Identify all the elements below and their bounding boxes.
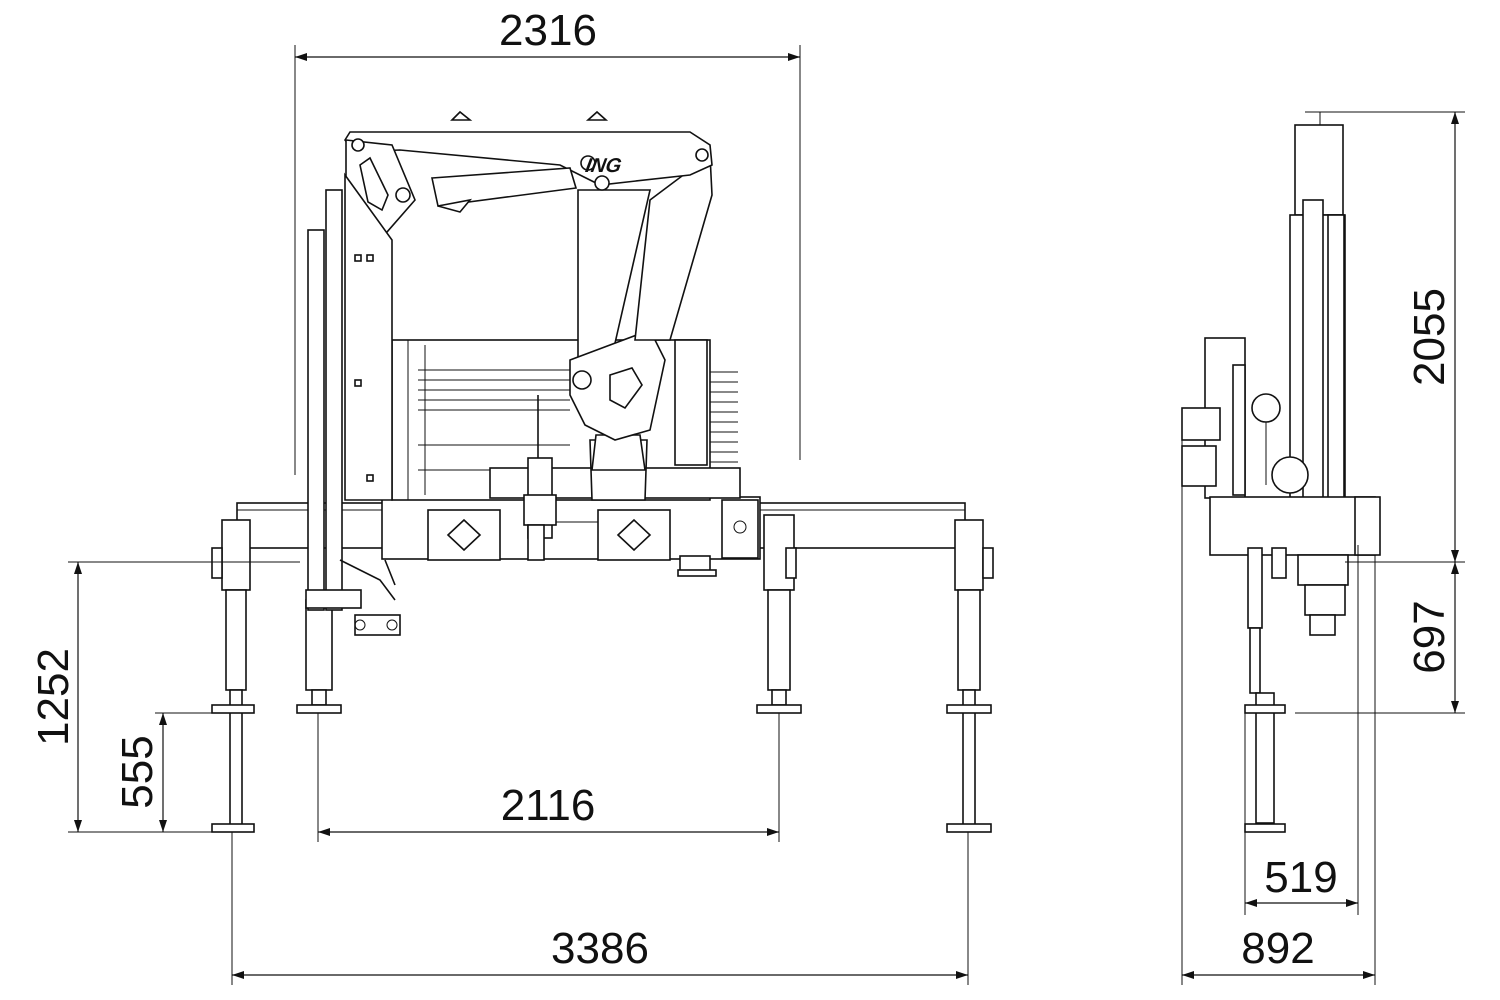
dimension-labels: 2316 1252 555 2116 3386 2055 697 519 892 [29, 6, 1454, 973]
dim-side-inner-width: 519 [1264, 853, 1337, 902]
outer-left-leg [211, 519, 255, 833]
stabiliser-poles [305, 189, 401, 636]
side-control-panel [1181, 337, 1281, 499]
inner-left-leg [296, 599, 342, 714]
dim-side-lower-height: 697 [1405, 600, 1454, 673]
dim-front-inner-spread: 2116 [501, 781, 596, 830]
front-view: ING [211, 110, 994, 833]
dim-side-top-height: 2055 [1405, 288, 1454, 386]
frame-side-plate [344, 172, 393, 501]
dim-front-outer-spread: 3386 [551, 924, 649, 973]
side-column [1289, 111, 1346, 561]
crane-column [589, 434, 648, 501]
inner-boom [569, 153, 713, 441]
dimension-lines [68, 45, 1465, 985]
side-legs [1244, 547, 1287, 833]
side-base [1209, 456, 1381, 556]
outer-right-leg [946, 519, 994, 833]
brand-logo-text: ING [584, 155, 624, 177]
dim-side-outer-width: 892 [1241, 924, 1314, 973]
inner-right-leg [756, 514, 802, 714]
dim-front-overall-height: 1252 [29, 648, 78, 746]
side-lever-assembly [1297, 554, 1349, 636]
dim-front-foot-stroke: 555 [113, 735, 162, 808]
side-view [1181, 111, 1381, 833]
boom-cylinder [431, 167, 578, 213]
crane-base-frame [381, 496, 761, 577]
dim-front-top-width: 2316 [499, 6, 597, 55]
